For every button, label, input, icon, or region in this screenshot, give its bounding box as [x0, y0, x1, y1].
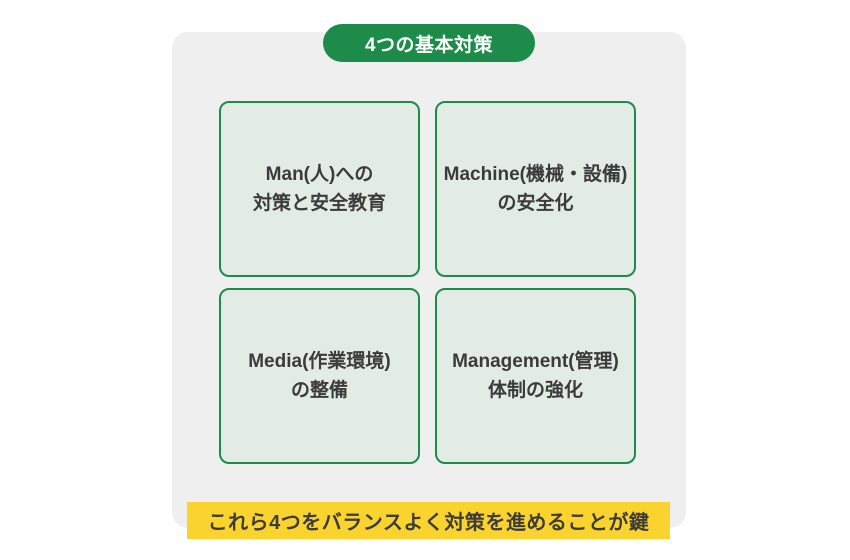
- quadrant-management-line2: 体制の強化: [487, 380, 583, 401]
- quadrant-media: Media(作業環境) の整備: [219, 288, 420, 464]
- title-badge: 4つの基本対策: [323, 24, 535, 62]
- quadrant-machine-line1: Machine(機械・設備): [443, 164, 628, 185]
- quadrant-media-line1: Media(作業環境): [248, 351, 391, 372]
- quadrant-management-line1: Management(管理): [452, 351, 619, 372]
- quadrant-media-line2: の整備: [290, 380, 348, 401]
- footer-highlight: これら4つをバランスよく対策を進めることが鍵: [187, 502, 670, 539]
- title-badge-label: 4つの基本対策: [364, 34, 494, 56]
- quadrant-management: Management(管理) 体制の強化: [435, 288, 636, 464]
- quadrant-man-line1: Man(人)への: [265, 164, 374, 185]
- quadrant-man: Man(人)への 対策と安全教育: [219, 101, 420, 277]
- quadrant-grid: Man(人)への 対策と安全教育 Machine(機械・設備) の安全化 Med…: [219, 101, 636, 464]
- footer-label: これら4つをバランスよく対策を進めることが鍵: [207, 512, 650, 534]
- quadrant-machine-line2: の安全化: [497, 193, 574, 214]
- quadrant-man-line2: 対策と安全教育: [252, 193, 386, 214]
- quadrant-machine: Machine(機械・設備) の安全化: [435, 101, 636, 277]
